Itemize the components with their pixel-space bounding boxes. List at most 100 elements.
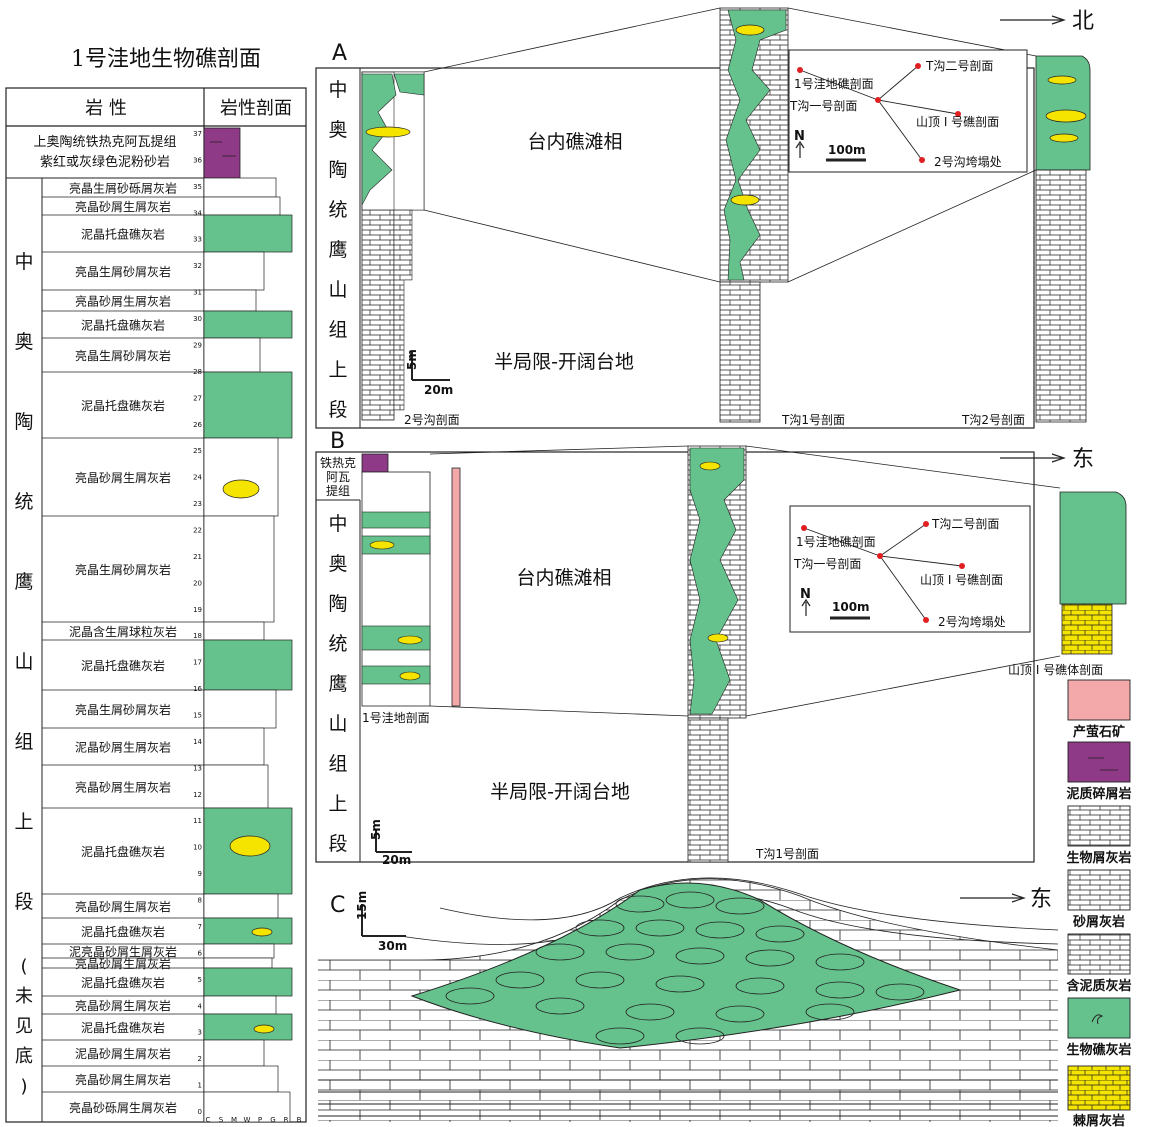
layer-label: 亮晶生屑砂砾屑灰岩: [69, 181, 177, 196]
reef-lens: [815, 953, 865, 971]
formation-char: 鹰: [14, 571, 33, 593]
reef-lens: [625, 1003, 675, 1021]
bed-number: 31: [193, 289, 202, 297]
map-a-label-p1: 1号洼地礁剖面: [794, 76, 874, 91]
direction-arrowhead-b: [1051, 453, 1066, 463]
legend-label-spicule: 棘屑灰岩: [1073, 1113, 1125, 1127]
reef-lens: [805, 1003, 855, 1021]
panel-c-bottom-lines: [318, 1079, 1058, 1117]
grain-layer-block: [203, 289, 257, 312]
reef-lens: [635, 919, 685, 937]
reef-layer-block: [203, 639, 293, 691]
direction-label-b: 东: [1072, 447, 1094, 472]
column-b1-lens2: [397, 635, 423, 645]
bed-number: 27: [193, 394, 202, 402]
formation-char: 统: [328, 199, 347, 221]
formation-top-desc: 紫红或灰绿色泥粉砂岩: [40, 154, 170, 170]
unseen-char: 底: [15, 1046, 33, 1067]
grain-axis-tick: G: [270, 1116, 275, 1124]
reef-lens: [675, 947, 725, 965]
bed-number: 10: [193, 844, 202, 852]
map-b-label-p5: 2号沟垮塌处: [938, 615, 1006, 629]
header-profile: 岩性剖面: [220, 98, 292, 119]
column-b2-lens1: [699, 461, 721, 471]
connector-b2-b3: [745, 445, 1061, 717]
layer-label: 泥晶托盘礁灰岩: [81, 844, 165, 859]
column-b1-purple: [361, 453, 389, 473]
facies-lower-b: 半局限-开阔台地: [490, 781, 630, 803]
facies-upper-b: 台内礁滩相: [516, 567, 611, 589]
panel-c-letter: C: [330, 893, 345, 918]
panel-c-bed-line1: [439, 877, 1058, 931]
legend-label-reef: 生物礁灰岩: [1066, 1042, 1131, 1058]
bed-number: 32: [193, 262, 202, 270]
yellow-lens: [229, 835, 271, 857]
bed-number: 30: [193, 315, 202, 323]
map-a-label-p2: T沟二号剖面: [925, 59, 993, 73]
scale-h-label-c: 30m: [378, 939, 407, 953]
map-a-label-p4: 山顶 I 号礁剖面: [916, 114, 999, 129]
formation-char: 统: [14, 491, 33, 513]
panel-c-reef-lenses: [445, 891, 925, 1045]
formation-char: 山: [328, 279, 347, 301]
panel-b-top-unit-3: 提组: [326, 483, 350, 498]
header-lithology: 岩 性: [85, 98, 127, 119]
panel-b-top-unit-1: 铁热克: [320, 456, 356, 470]
formation-top-name: 上奥陶统铁热克阿瓦提组: [33, 134, 176, 150]
reef-lens: [715, 1005, 765, 1023]
column-b3-label: 山顶 I 号礁体剖面: [1008, 662, 1103, 677]
bed-number: 0: [198, 1108, 202, 1116]
layer-label: 亮晶生屑砂屑灰岩: [75, 562, 171, 577]
legend-reef-fossil: [1091, 1014, 1104, 1025]
yellow-lens: [253, 1024, 275, 1034]
panel-c: C 东 15m 30m: [318, 877, 1058, 1122]
reef-lens: [675, 1027, 725, 1045]
grain-layer-block: [203, 437, 279, 517]
grain-layer-block: [203, 1091, 291, 1123]
legend-swatch-mudclastic: [1067, 741, 1131, 783]
scale-v-label-c: 15m: [355, 891, 369, 920]
bed-number: 3: [198, 1029, 202, 1037]
formation-char: 陶: [14, 411, 33, 433]
direction-label-a: 北: [1072, 9, 1094, 34]
reef-lens: [575, 971, 625, 989]
reef-layer-block: [203, 1013, 293, 1041]
layer-label: 泥晶托盘礁灰岩: [81, 227, 165, 242]
legend-swatch-fluorite: [1067, 679, 1131, 721]
legend-label-fluorite: 产萤石矿: [1073, 724, 1125, 740]
grain-layer-block: [203, 943, 275, 959]
unseen-char: ): [20, 1076, 27, 1097]
grain-axis-tick: C: [206, 1116, 211, 1124]
bed-number: 20: [193, 579, 202, 587]
formation-char: 统: [328, 633, 347, 655]
connector-b1-b2: [429, 445, 689, 717]
layer-label: 亮晶砂屑生屑灰岩: [75, 470, 171, 485]
bed-number: 7: [198, 923, 202, 931]
map-b-label-p1: 1号洼地礁剖面: [796, 534, 876, 549]
legend-swatch-spicule: [1067, 1065, 1131, 1111]
bed-number: 23: [193, 500, 202, 508]
formation-char: 组: [328, 319, 347, 341]
location-map-a-lines: [799, 65, 959, 161]
column-b2-lower: [687, 717, 729, 863]
layer-label: 泥晶托盘礁灰岩: [81, 398, 165, 413]
column-b3-spicule: [1061, 603, 1113, 655]
column-a2-lens1: [735, 24, 765, 36]
layer-label: 泥亮晶砂屑生屑灰岩: [69, 944, 177, 959]
bed-number: 2: [198, 1055, 202, 1063]
column-a1-reef-top: [393, 73, 425, 96]
column-b1-lens3: [399, 671, 421, 681]
reef-layer-block: [203, 967, 293, 997]
map-b-north-arrow: [801, 598, 811, 616]
reef-lens: [695, 921, 745, 939]
panel-b-frame: [315, 451, 1035, 863]
grain-layer-block: [203, 893, 279, 919]
formation-char: 上: [328, 793, 347, 815]
bed-number: 28: [193, 368, 202, 376]
bed-number: 8: [198, 897, 202, 905]
formation-char: 中: [328, 79, 347, 101]
column-b1-reef2: [361, 535, 431, 555]
bed-number: 15: [193, 712, 202, 720]
